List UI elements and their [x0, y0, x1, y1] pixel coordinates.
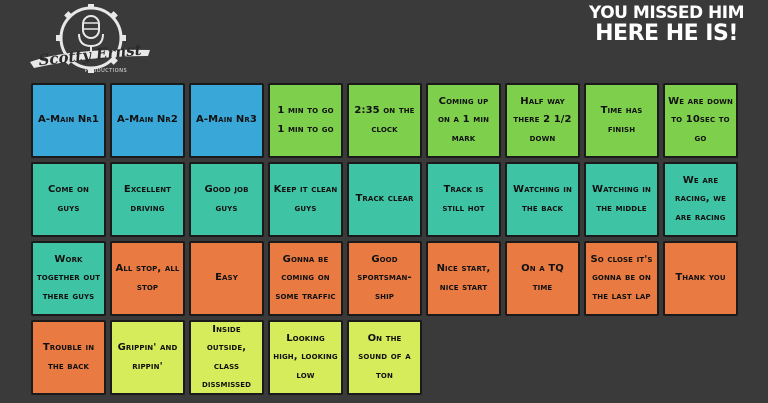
sound-pad-label: Looking high, looking low: [273, 332, 338, 381]
sound-pad-label: On a TQ time: [521, 263, 564, 293]
sound-pad-label: 2:35 on the clock: [354, 105, 415, 135]
sound-pad[interactable]: A-Main Nr1: [31, 83, 106, 158]
sound-pad-label: Keep it clean guys: [273, 184, 338, 214]
sound-pad[interactable]: Track is still hot: [426, 162, 501, 237]
missed-him-banner: YOU MISSED HIM HERE HE IS!: [589, 5, 744, 45]
soundboard-grid: A-Main Nr1 A-Main Nr2 A-Main Nr3 1 min to g…: [31, 83, 739, 395]
sound-pad-label: Easy: [215, 272, 238, 284]
sound-pad-label: So close it's gonna be on the last lap: [590, 253, 653, 302]
sound-pad-label: Good job guys: [204, 184, 249, 214]
sound-pad[interactable]: So close it's gonna be on the last lap: [584, 241, 659, 316]
sound-pad-label: Gonna be coming on some traffic: [275, 253, 336, 302]
sound-pad[interactable]: On the sound of a ton: [347, 320, 422, 395]
microphone-gear-icon: [30, 4, 150, 73]
sound-pad-label: Nice start, nice start: [436, 263, 491, 293]
sound-pad-label: Watching in the middle: [592, 184, 651, 214]
sound-pad-label: Come on guys: [47, 184, 90, 214]
sound-pad[interactable]: Track clear: [347, 162, 422, 237]
sound-pad-label: Good sportsman-ship: [357, 253, 412, 302]
sound-pad-label: Grippin' and rippin': [117, 342, 178, 372]
sound-pad[interactable]: A-Main Nr3: [189, 83, 264, 158]
sound-pad-label: We are down to 10sec to go: [668, 95, 733, 144]
sound-pad[interactable]: 1 min to go 1 min to go: [268, 83, 343, 158]
sound-pad-label: A-Main Nr1: [38, 114, 99, 126]
banner-line-1: YOU MISSED HIM: [589, 3, 744, 23]
sound-pad[interactable]: Half way there 2 1/2 down: [505, 83, 580, 158]
sound-pad[interactable]: Watching in the middle: [584, 162, 659, 237]
sound-pad[interactable]: Keep it clean guys: [268, 162, 343, 237]
sound-pad-label: 1 min to go 1 min to go: [277, 105, 334, 135]
sound-pad-label: Work together out there guys: [36, 253, 101, 302]
sound-pad-label: Thank you: [675, 272, 726, 284]
sound-pad[interactable]: On a TQ time: [505, 241, 580, 316]
logo-sub: PRODUCTIONS: [84, 68, 128, 74]
sound-pad-label: All stop, all stop: [115, 263, 180, 293]
sound-pad[interactable]: Good job guys: [189, 162, 264, 237]
sound-pad[interactable]: Good sportsman-ship: [347, 241, 422, 316]
sound-pad[interactable]: All stop, all stop: [110, 241, 185, 316]
banner-line-2: HERE HE IS!: [595, 21, 738, 46]
sound-pad[interactable]: A-Main Nr2: [110, 83, 185, 158]
sound-pad-label: We are racing, we are racing: [675, 174, 726, 223]
sound-pad-label: Track clear: [355, 193, 414, 205]
logo: Scotty Ernst PRODUCTIONS: [28, 4, 153, 78]
sound-pad[interactable]: Thank you: [663, 241, 738, 316]
sound-pad-label: Trouble in the back: [42, 342, 95, 372]
sound-pad-label: Time has finish: [600, 105, 643, 135]
sound-pad-label: Watching in the back: [513, 184, 572, 214]
sound-pad-label: A-Main Nr3: [196, 114, 257, 126]
sound-pad[interactable]: Coming up on a 1 min mark: [426, 83, 501, 158]
sound-pad-label: Excellent driving: [123, 184, 172, 214]
sound-pad[interactable]: Time has finish: [584, 83, 659, 158]
sound-pad[interactable]: Come on guys: [31, 162, 106, 237]
sound-pad[interactable]: Grippin' and rippin': [110, 320, 185, 395]
sound-pad[interactable]: We are down to 10sec to go: [663, 83, 738, 158]
sound-pad-label: Half way there 2 1/2 down: [513, 95, 572, 144]
sound-pad-label: Track is still hot: [442, 184, 485, 214]
sound-pad[interactable]: Nice start, nice start: [426, 241, 501, 316]
sound-pad[interactable]: Excellent driving: [110, 162, 185, 237]
sound-pad[interactable]: Gonna be coming on some traffic: [268, 241, 343, 316]
sound-pad[interactable]: Easy: [189, 241, 264, 316]
sound-pad-label: On the sound of a ton: [358, 332, 411, 381]
sound-pad[interactable]: Work together out there guys: [31, 241, 106, 316]
sound-pad-label: Coming up on a 1 min mark: [437, 95, 490, 144]
sound-pad[interactable]: We are racing, we are racing: [663, 162, 738, 237]
sound-pad-label: Inside outside, class dissmissed: [201, 323, 252, 391]
sound-pad[interactable]: Looking high, looking low: [268, 320, 343, 395]
sound-pad[interactable]: Trouble in the back: [31, 320, 106, 395]
sound-pad-label: A-Main Nr2: [117, 114, 178, 126]
sound-pad[interactable]: Watching in the back: [505, 162, 580, 237]
sound-pad[interactable]: Inside outside, class dissmissed: [189, 320, 264, 395]
sound-pad[interactable]: 2:35 on the clock: [347, 83, 422, 158]
